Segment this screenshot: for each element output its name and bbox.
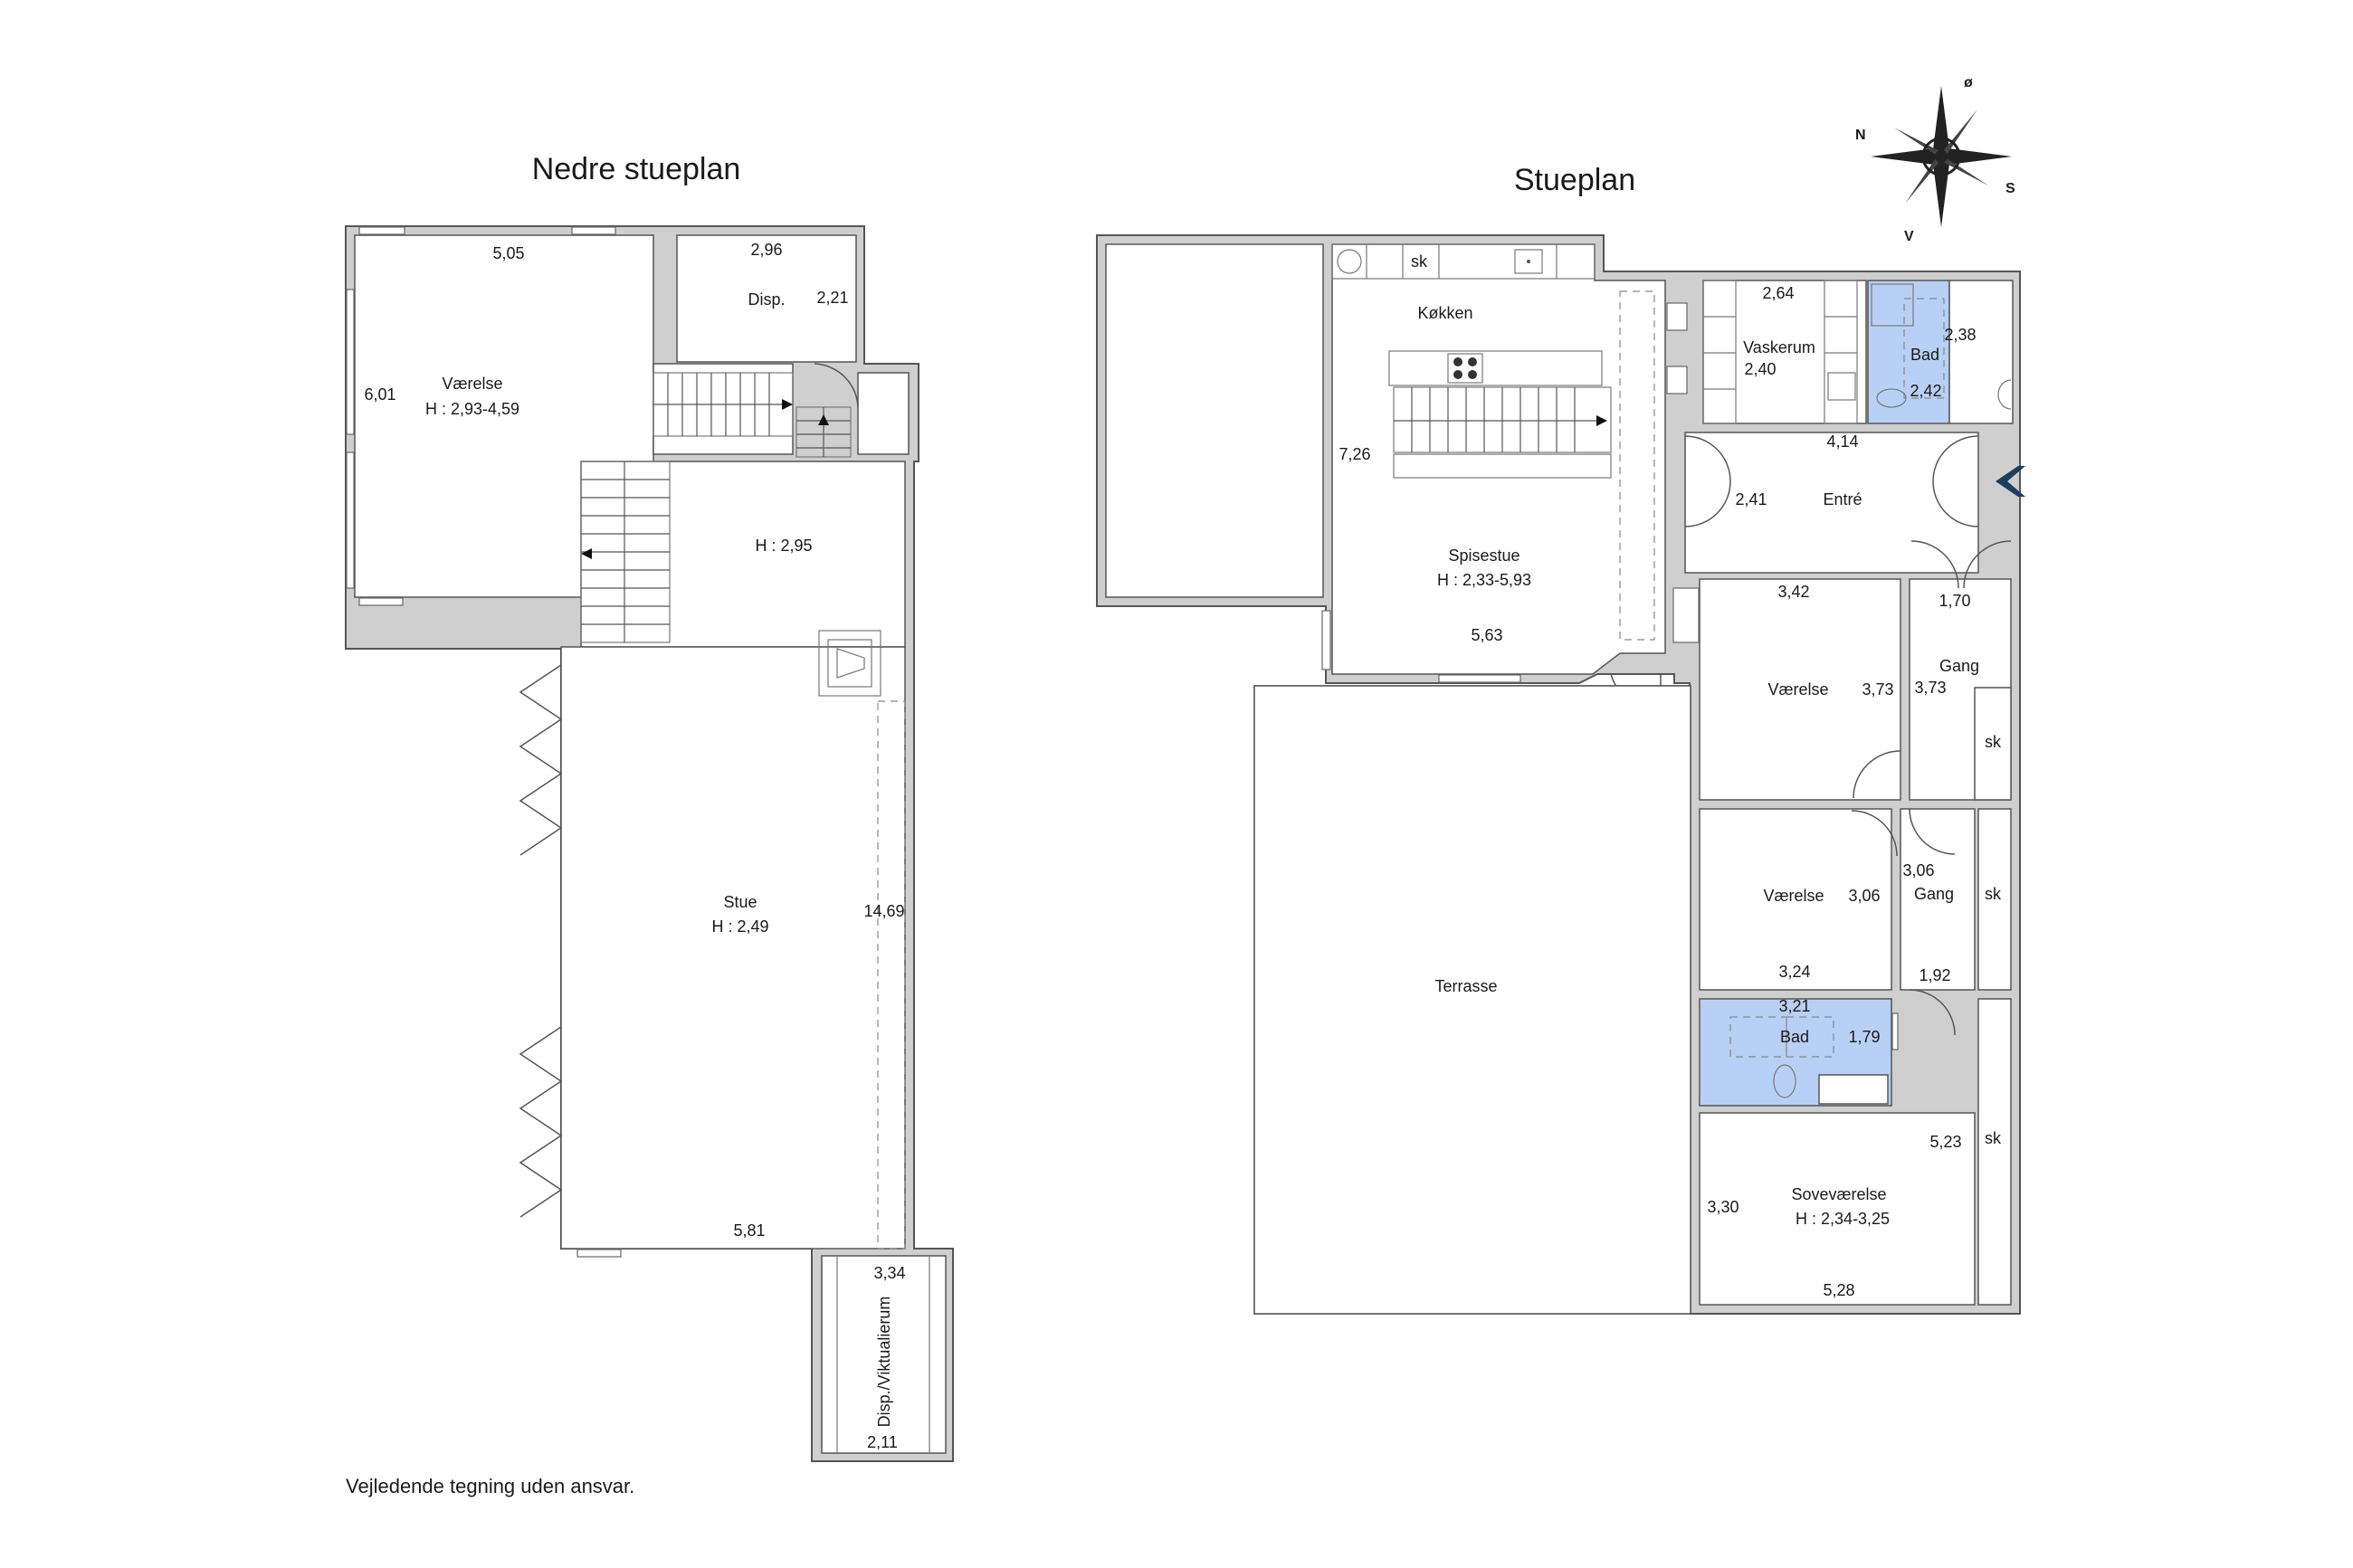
label-disp: Disp. xyxy=(748,290,785,309)
dim-viktualie-w: 2,11 xyxy=(867,1433,898,1451)
dim-bath2-w: 3,21 xyxy=(1778,997,1810,1015)
dim-entry-w: 4,14 xyxy=(1826,432,1858,451)
dim-stue-w: 5,81 xyxy=(733,1221,765,1240)
label-room2: Værelse xyxy=(1763,887,1824,905)
room-vaerelse-2 xyxy=(1699,808,1892,991)
dim-disp-w: 2,96 xyxy=(750,241,782,259)
stairs-lower-top xyxy=(653,372,794,437)
label-dining-height: H : 2,33-5,93 xyxy=(1437,571,1531,589)
label-kitchen: Køkken xyxy=(1417,304,1472,322)
compass-rose-icon xyxy=(1871,86,2012,227)
room-viktualierum xyxy=(821,1255,947,1454)
dim-vaskerum-w: 2,64 xyxy=(1762,284,1794,302)
compass-label-n: N xyxy=(1855,128,1866,143)
stairs-lower-main xyxy=(580,461,671,643)
dim-bedroom-d: 3,30 xyxy=(1707,1198,1739,1216)
label-room1: Værelse xyxy=(1767,680,1828,698)
cooktop-icon xyxy=(1447,353,1483,384)
compass-label-o: ø xyxy=(1964,75,1973,90)
dim-room2-w: 3,24 xyxy=(1778,963,1810,981)
label-sk3: sk xyxy=(1985,1129,2002,1147)
dim-dining-d: 7,26 xyxy=(1338,445,1370,463)
fireplace-icon xyxy=(818,630,881,697)
dim-room1-w: 3,42 xyxy=(1777,583,1809,601)
label-terrace: Terrasse xyxy=(1434,977,1497,995)
dim-hall1-d: 3,73 xyxy=(1914,679,1946,697)
dim-room2-d: 3,06 xyxy=(1848,887,1880,905)
dim-disp-d: 2,21 xyxy=(816,289,848,307)
compass-label-s: S xyxy=(2005,181,2015,196)
label-stue: Stue xyxy=(723,893,757,911)
dim-hall2-d: 3,06 xyxy=(1902,861,1934,879)
terrace-outline xyxy=(1253,685,1691,1315)
label-sk2: sk xyxy=(1985,885,2002,903)
label-entry: Entré xyxy=(1823,490,1862,508)
washbasin-icon xyxy=(1818,1074,1889,1105)
lower-floor-plan: 5,05 6,01 Værelse H : 2,93-4,59 2,96 Dis… xyxy=(345,225,954,1462)
label-stue-height: H : 2,49 xyxy=(711,917,768,936)
dim-stue-d: 14,69 xyxy=(863,902,904,920)
label-bath2: Bad xyxy=(1780,1028,1809,1046)
label-viktualierum: Disp./Viktualierum xyxy=(875,1297,893,1428)
sink-icon xyxy=(1514,249,1543,274)
kitchen-island xyxy=(1388,350,1603,386)
room-entry xyxy=(1684,432,1979,574)
dim-vaskerum-d: 2,40 xyxy=(1744,360,1776,378)
dim-bedroom-d2: 5,23 xyxy=(1929,1133,1961,1151)
dim-bath1-w: 2,38 xyxy=(1944,326,1976,344)
label-bedroom-height: H : 2,34-3,25 xyxy=(1796,1210,1890,1228)
dim-hall1-w: 1,70 xyxy=(1939,592,1970,610)
room-vaerelse-1 xyxy=(1699,578,1901,801)
dim-viktualie-d: 3,34 xyxy=(873,1264,905,1282)
room-stue xyxy=(560,646,906,1250)
toilet-2-icon xyxy=(1773,1064,1796,1098)
label-hall1: Gang xyxy=(1939,657,1979,675)
label-kitchen-sk: sk xyxy=(1411,252,1428,271)
dim-room1-d: 3,73 xyxy=(1862,680,1893,698)
dim-bath1-d: 2,42 xyxy=(1910,382,1941,400)
main-floor-plan: sk xyxy=(1096,234,2025,1315)
label-hall-height: H : 2,95 xyxy=(755,537,812,555)
main-floor-title: Stueplan xyxy=(1514,163,1635,197)
dim-bath2-d: 1,79 xyxy=(1848,1028,1880,1046)
dim-dining-w: 5,63 xyxy=(1471,626,1502,644)
entrance-marker-icon xyxy=(1996,466,2025,497)
closet-1 xyxy=(1974,687,2012,801)
laundry-sink-icon xyxy=(1827,372,1856,401)
dim-vaerelse-d: 6,01 xyxy=(364,385,395,404)
covered-area xyxy=(1105,243,1324,598)
label-bath1: Bad xyxy=(1910,346,1939,364)
stairs-main xyxy=(1393,386,1612,453)
label-vaerelse: Værelse xyxy=(442,375,502,393)
closet-3 xyxy=(1977,998,2012,1306)
room-gang-2 xyxy=(1900,808,1976,991)
room-bath-1 xyxy=(1867,280,1950,424)
label-bedroom: Soveværelse xyxy=(1791,1185,1886,1203)
dim-hall2-w: 1,92 xyxy=(1919,966,1950,984)
disclaimer-text: Vejledende tegning uden ansvar. xyxy=(346,1475,634,1497)
label-vaerelse-height: H : 2,93-4,59 xyxy=(425,400,519,418)
extractor-fan-icon xyxy=(1337,249,1362,274)
room-kitchen-dining xyxy=(1331,243,1666,675)
label-hall2: Gang xyxy=(1914,885,1954,903)
label-sk1: sk xyxy=(1985,733,2002,751)
closet-2 xyxy=(1977,808,2012,991)
shower-icon xyxy=(1871,283,1914,327)
toilet-icon xyxy=(1876,388,1907,408)
dim-entry-d: 2,41 xyxy=(1735,490,1767,508)
dim-bedroom-w: 5,28 xyxy=(1823,1281,1854,1299)
label-vaskerum: Vaskerum xyxy=(1743,338,1815,356)
dim-vaerelse-w: 5,05 xyxy=(492,244,524,262)
lower-floor-title: Nedre stueplan xyxy=(532,152,741,186)
compass-label-v: V xyxy=(1904,229,1914,244)
room-disp xyxy=(676,234,857,363)
label-dining: Spisestue xyxy=(1448,546,1519,565)
room-sovevaerelse xyxy=(1699,1112,1976,1306)
